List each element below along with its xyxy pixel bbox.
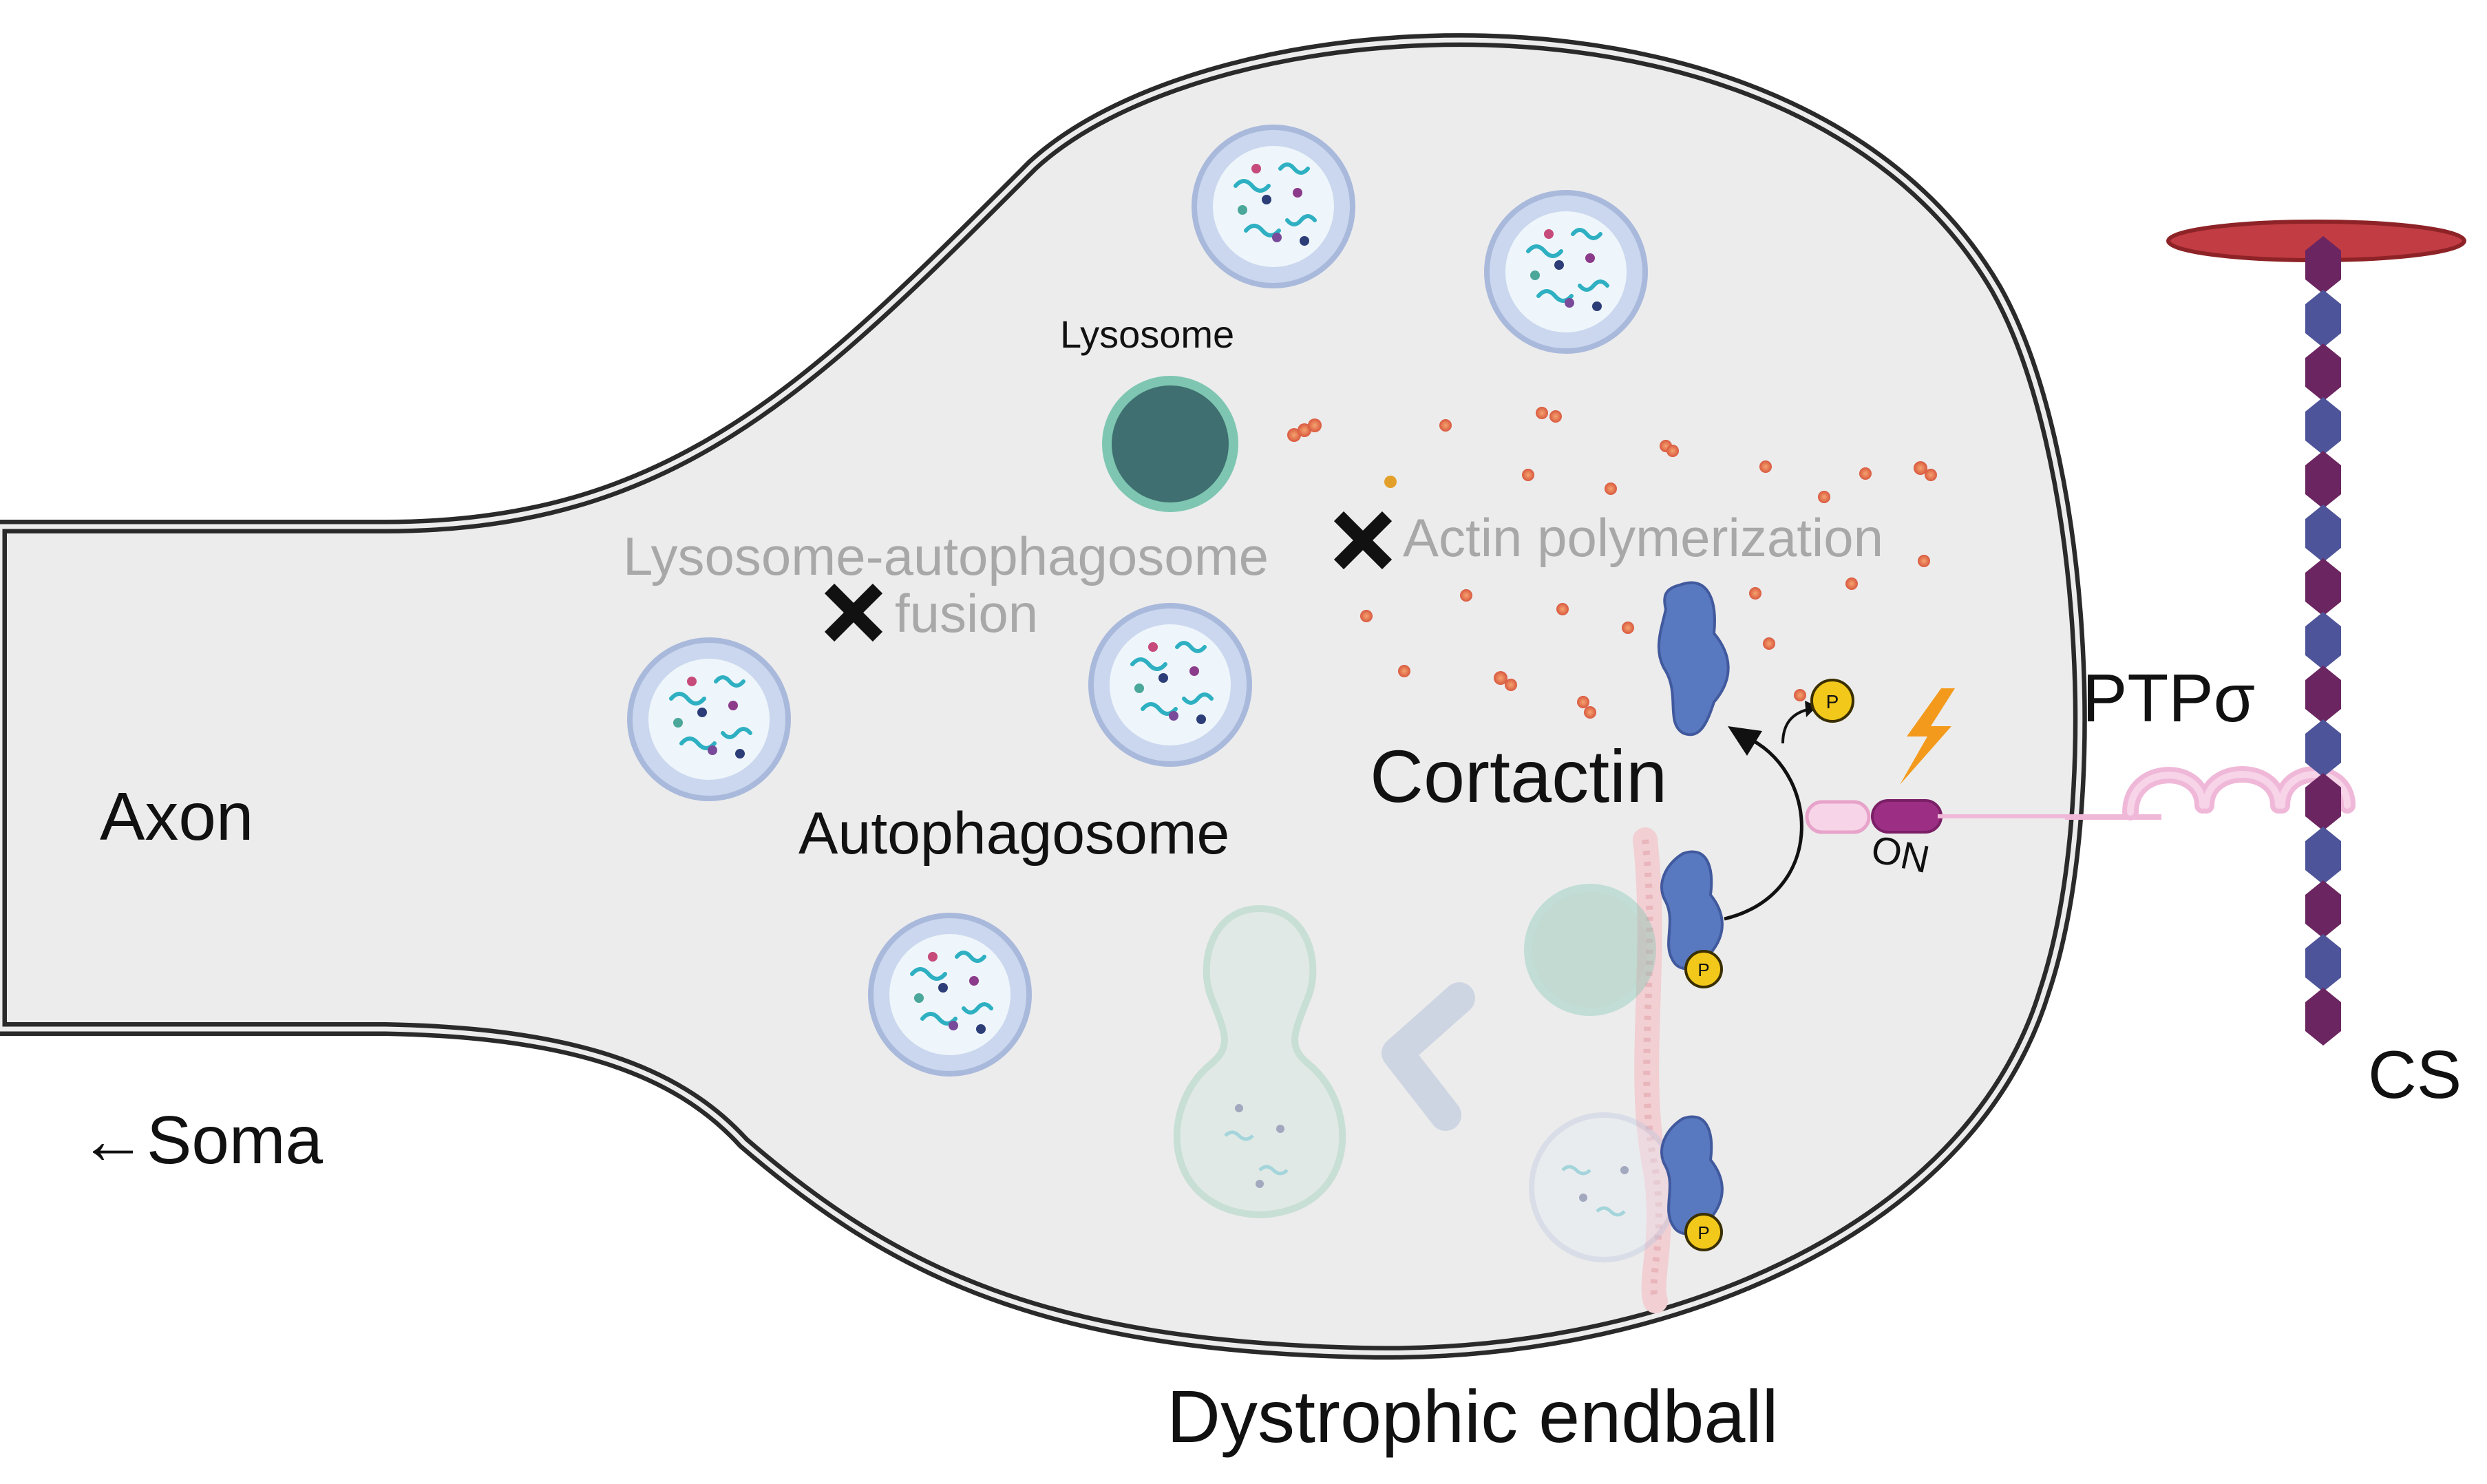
axon-label: Axon <box>100 778 253 854</box>
cs-disaccharide-unit <box>2305 290 2341 348</box>
autophagosome-vesicle <box>1088 603 1252 767</box>
cs-disaccharide-unit <box>2305 988 2341 1046</box>
phospho-label: P <box>1697 960 1709 980</box>
fusion-label-line2: fusion <box>895 583 1038 644</box>
endball-membrane-inner <box>0 37 2083 1355</box>
cs-disaccharide-unit <box>2305 505 2341 562</box>
cs-disaccharide-unit <box>2305 236 2341 294</box>
phospho-label: P <box>1826 691 1839 712</box>
dephosphorylation-arrow <box>1724 738 1803 921</box>
cs-disaccharide-unit <box>2305 612 2341 670</box>
autophagosome-vesicle <box>868 913 1032 1077</box>
cs-disaccharide-unit <box>2305 773 2341 831</box>
actin-filament <box>1633 827 1671 1313</box>
cs-disaccharide-unit <box>2305 343 2341 401</box>
cortactin-protein <box>1657 581 1730 736</box>
cs-disaccharide-unit <box>2305 451 2341 509</box>
cs-disaccharide-unit <box>2305 880 2341 938</box>
soma-label: ←Soma <box>79 1102 324 1178</box>
cs-chain <box>2305 236 2341 1046</box>
arrow-head <box>1728 726 1762 756</box>
lysosome-label: Lysosome <box>1060 312 1234 356</box>
released-phosphate: P <box>1810 679 1854 723</box>
cs-label: CS <box>2368 1037 2462 1112</box>
cortactin-label: Cortactin <box>1370 734 1667 818</box>
cs-disaccharide-unit <box>2305 558 2341 616</box>
phospho-cortactin: P <box>1660 1115 1724 1251</box>
cross-mark-icon <box>1333 511 1393 570</box>
cs-disaccharide-unit <box>2305 827 2341 884</box>
cs-disaccharide-unit <box>2305 719 2341 777</box>
autophagosome-vesicle <box>1484 190 1648 354</box>
dystrophic-endball-label: Dystrophic endball <box>1167 1375 1778 1458</box>
ptp-sigma-label: PTPσ <box>2082 660 2255 736</box>
cs-disaccharide-unit <box>2305 666 2341 723</box>
actin-monomers <box>1287 407 1937 719</box>
autophagosome-vesicle <box>627 637 791 801</box>
cross-mark-icon <box>824 583 883 642</box>
faded-fusion-illustration <box>1173 884 1679 1262</box>
phospho-cortactin: P <box>1660 850 1724 988</box>
cs-disaccharide-unit <box>2305 397 2341 455</box>
lightning-bolt-icon <box>1900 688 1955 785</box>
chondroitin-sulfate <box>2166 220 2466 1046</box>
autophagosome-vesicle <box>1192 125 1355 288</box>
lysosome <box>1102 376 1238 512</box>
phospho-label: P <box>1697 1222 1709 1243</box>
cs-disaccharide-unit <box>2305 934 2341 992</box>
actin-polymerization-label: Actin polymerization <box>1403 507 1883 568</box>
autophagosome-label: Autophagosome <box>798 801 1229 867</box>
fusion-label-line1: Lysosome-autophagosome <box>623 526 1269 586</box>
ptp-sigma-receptor <box>1805 766 2356 834</box>
